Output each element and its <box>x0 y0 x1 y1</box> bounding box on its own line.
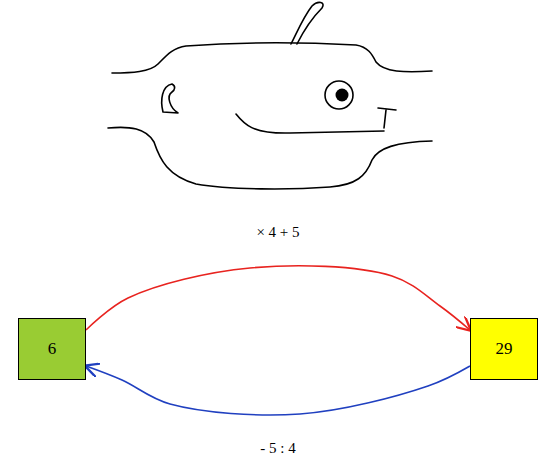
arc-arrow <box>86 266 470 330</box>
hair-strand <box>291 2 323 44</box>
arc-arrow <box>86 366 470 415</box>
number-value: 29 <box>496 339 513 359</box>
mouth <box>236 108 396 133</box>
pupil <box>336 89 349 102</box>
number-value: 6 <box>48 339 57 359</box>
operation-label: - 5 : 4 <box>258 440 297 457</box>
number-box: 6 <box>18 318 86 380</box>
number-box: 29 <box>470 318 538 380</box>
head-bottom <box>108 127 432 189</box>
operation-label: × 4 + 5 <box>254 224 301 241</box>
eye <box>325 81 353 109</box>
ear <box>162 84 178 113</box>
head-top <box>112 43 432 73</box>
